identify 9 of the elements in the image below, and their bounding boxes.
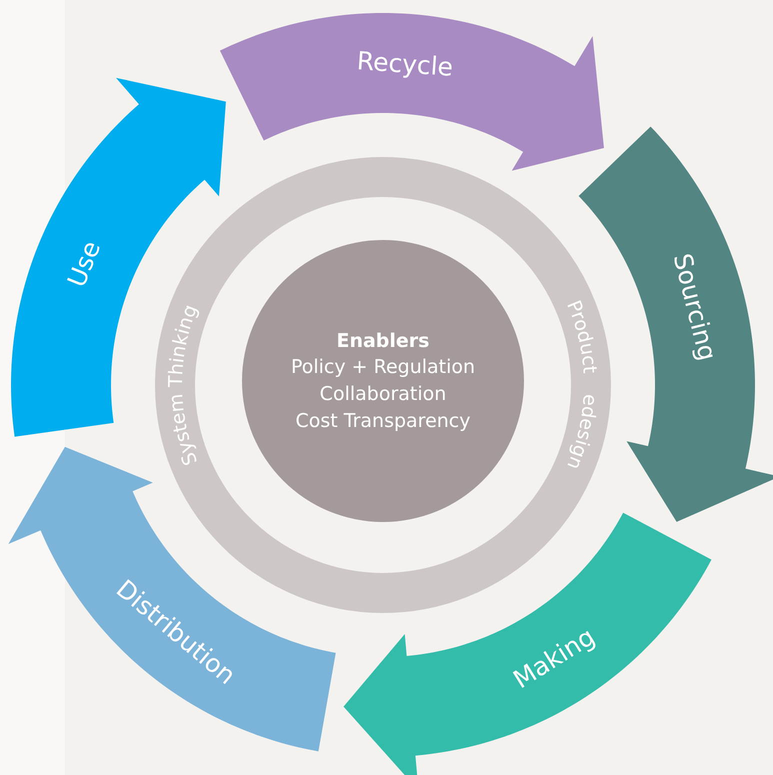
enabler-item: Collaboration [320,382,446,407]
enabler-item: Policy + Regulation [290,355,476,380]
stage-label: Recycle [356,48,454,80]
enabler-item: Cost Transparency [295,408,470,434]
stage-label: Sourcing [670,251,721,364]
arrow-segment [344,512,712,775]
heading: Enablers [336,328,430,354]
arrow-segment [220,13,604,171]
stage-label: Use [64,238,105,291]
